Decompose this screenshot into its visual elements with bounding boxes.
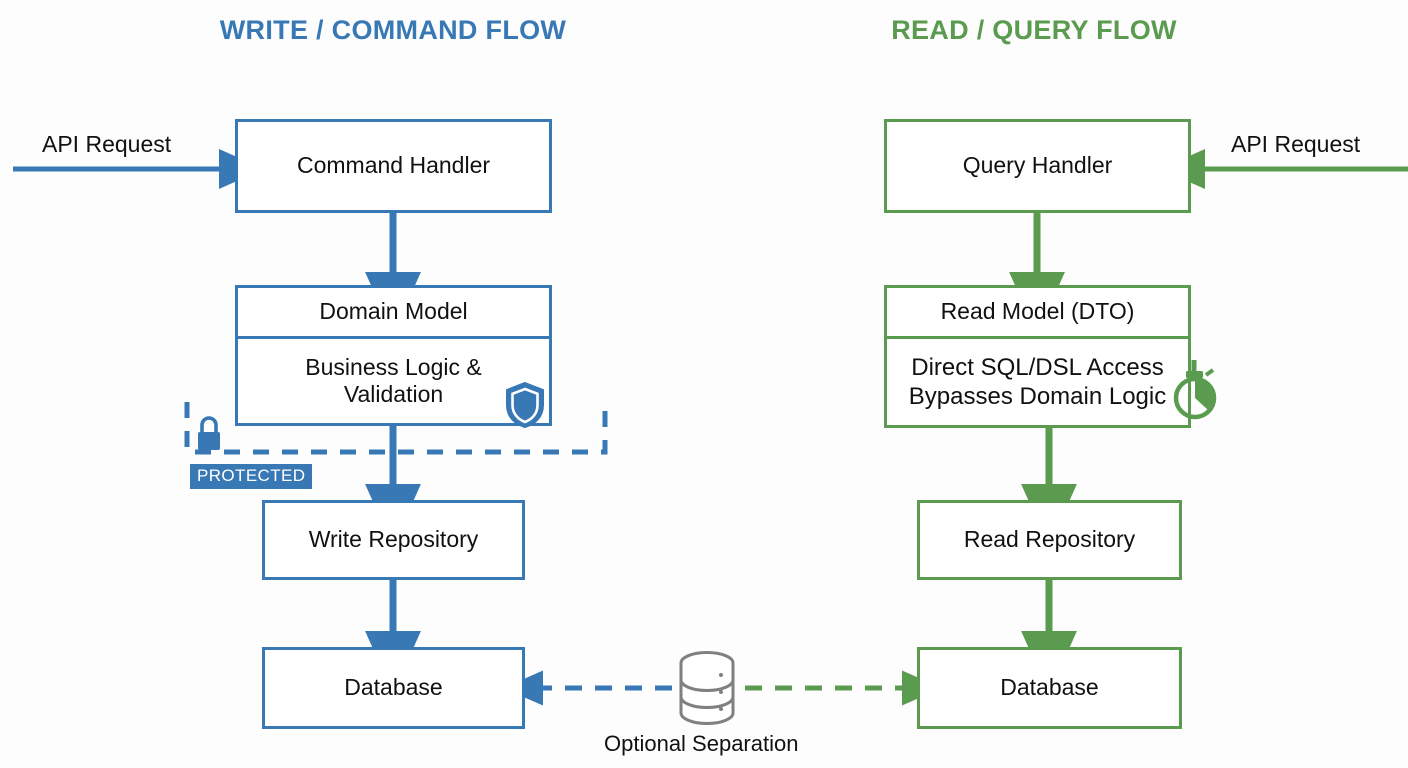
database-cylinder-icon (676, 650, 738, 726)
protected-badge: PROTECTED (190, 464, 313, 489)
direct-access-line-1: Direct SQL/DSL Access (911, 353, 1164, 381)
node-query-handler[interactable]: Query Handler (884, 119, 1191, 213)
node-read-repository[interactable]: Read Repository (917, 500, 1182, 580)
node-write-database[interactable]: Database (262, 647, 525, 729)
node-write-repository[interactable]: Write Repository (262, 500, 525, 580)
write-flow-title: WRITE / COMMAND FLOW (219, 15, 567, 45)
read-flow-title: READ / QUERY FLOW (891, 15, 1177, 45)
node-business-logic[interactable]: Business Logic & Validation (235, 339, 552, 426)
direct-access-line-2: Bypasses Domain Logic (908, 383, 1167, 410)
node-command-handler[interactable]: Command Handler (235, 119, 552, 213)
node-read-database[interactable]: Database (917, 647, 1182, 729)
optional-separation-label: Optional Separation (604, 731, 799, 756)
node-domain-model[interactable]: Domain Model (235, 285, 552, 339)
lock-icon (193, 413, 225, 453)
left-api-request-label: API Request (42, 131, 172, 157)
node-direct-sql-access[interactable]: Direct SQL/DSL Access Bypasses Domain Lo… (884, 339, 1191, 428)
stopwatch-icon (1168, 358, 1226, 420)
node-read-model[interactable]: Read Model (DTO) (884, 285, 1191, 339)
business-logic-line-1: Business Logic & (305, 353, 482, 380)
right-api-request-label: API Request (1231, 131, 1361, 157)
shield-icon (504, 381, 546, 429)
business-logic-line-2: Validation (343, 381, 444, 407)
